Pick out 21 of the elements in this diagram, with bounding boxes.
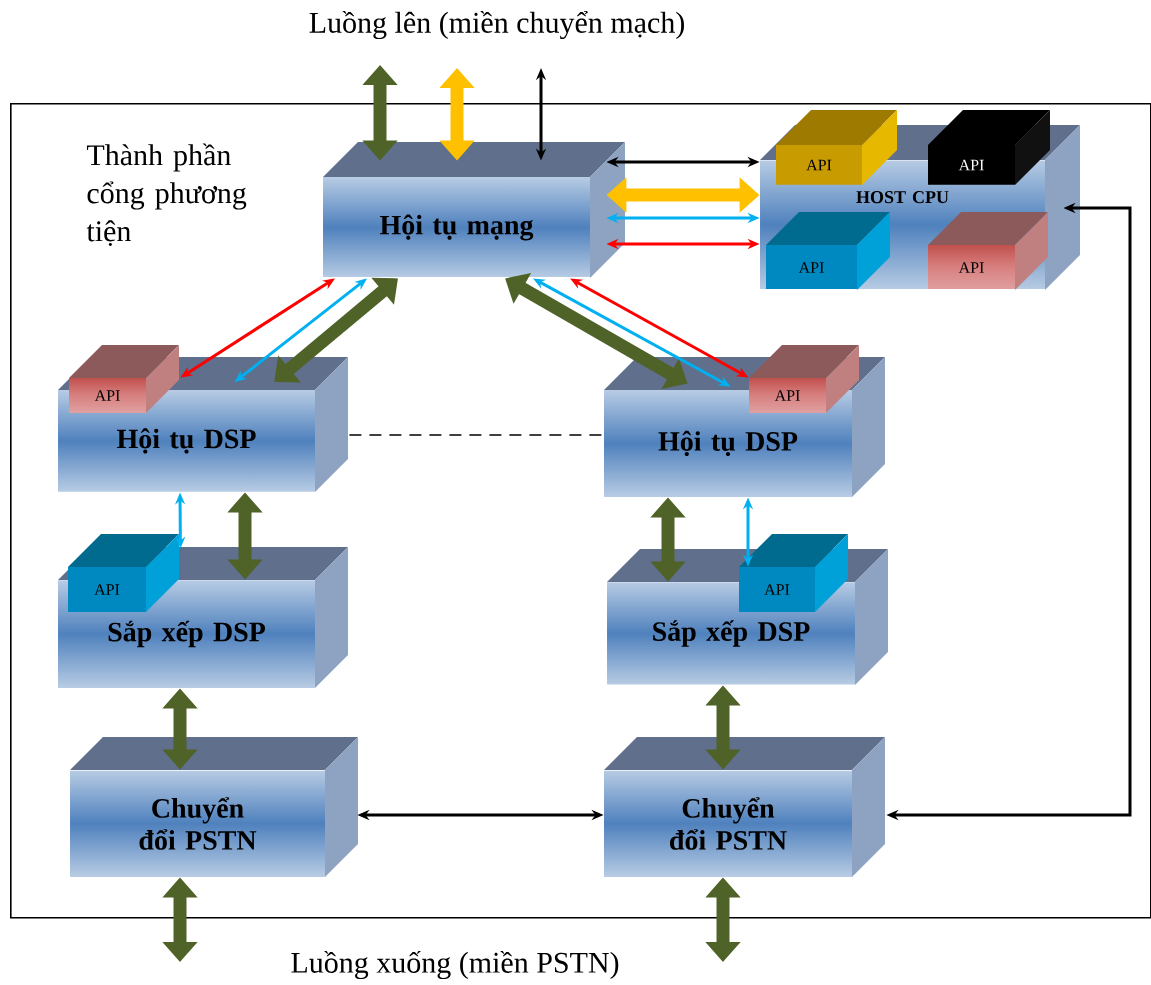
api-block: API [928, 212, 1048, 290]
api-block: API [69, 345, 179, 413]
api-block: API [749, 345, 859, 413]
api-block: API [68, 534, 179, 612]
node-label: API [764, 584, 790, 595]
node-label: API [958, 159, 984, 171]
api-block: API [928, 110, 1050, 185]
block-3d: Hội tụ mạng [323, 142, 625, 278]
block-3d: Chuyển đổi PSTN [604, 737, 885, 877]
node-label: API [774, 390, 800, 401]
flow-label: Luồng lên (miền chuyển mạch) [309, 10, 684, 40]
block-3d: Chuyển đổi PSTN [70, 737, 358, 877]
arrow [274, 277, 398, 383]
node-label: API [94, 390, 120, 401]
flow-label: Luồng xuống (miền PSTN) [291, 950, 619, 980]
node-label: API [806, 159, 832, 171]
node-label: API [958, 262, 984, 273]
api-block: API [739, 534, 848, 612]
api-block: API [766, 212, 890, 290]
api-block: API [776, 110, 897, 185]
node-label: API [94, 584, 120, 595]
